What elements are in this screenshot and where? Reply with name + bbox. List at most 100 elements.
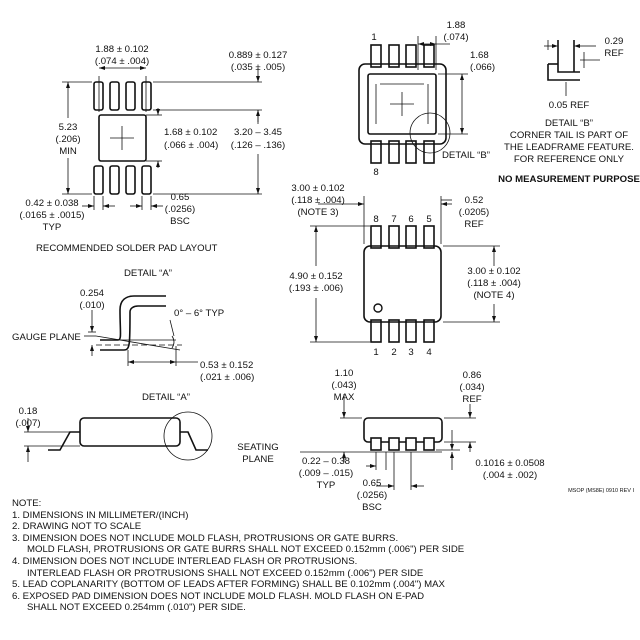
lead-width-in: (.009 – .015) [299,468,353,479]
detail-b: 0.29 REF 0.05 REF DETAIL “B” CORNER TAIL… [498,36,640,185]
drawing-reference: MSOP (MS8E) 0910 REV I [568,488,634,494]
lead-pitch-mm: 0.65 [363,478,382,489]
pad-width-mm: 1.88 ± 0.102 [95,44,148,55]
top-overall-length-in: (.193 ± .006) [289,283,343,294]
top-view-pin3: 3 [408,347,413,358]
lead-thickness-mm: 0.18 [19,406,38,417]
top-view-pin6: 6 [408,214,413,225]
pad-length-in: (.035 ± .005) [231,62,285,73]
pad-width-typ-in: (.0165 ± .0015) [19,210,84,221]
top-view-pin8: 8 [373,214,378,225]
lead-pitch-in: (.0256) [357,490,387,501]
top-body-length-in: (.118 ± .004) [467,278,521,289]
detail-b-tail-dim: 0.05 REF [549,100,590,111]
top-view-pin7: 7 [391,214,396,225]
side-view-right-leads [370,437,435,451]
notes-title: NOTE: [12,498,42,509]
top-body-width-note: (NOTE 3) [297,207,338,218]
note-5: 5. LEAD COPLANARITY (BOTTOM OF LEADS AFT… [12,579,445,591]
epad-height-mm: 1.68 ± 0.102 [164,127,217,138]
note-2: 2. DRAWING NOT TO SCALE [12,521,142,533]
lead-width-typ: TYP [317,480,336,491]
lead-width-mm: 0.22 – 0.38 [302,456,350,467]
bottom-epad-height-mm: 1.68 [470,50,489,61]
detail-a: DETAIL “A” 0.254 (.010) 0° – 6° TYP GAUG… [12,268,254,383]
bottom-view-body [358,63,447,145]
standoff-in: (.004 ± .002) [483,470,537,481]
solder-pads-top-row [93,81,152,111]
detail-a-lead [100,295,166,341]
solder-pad-caption: RECOMMENDED SOLDER PAD LAYOUT [36,243,218,254]
top-body-width-mm: 3.00 ± 0.102 [291,183,344,194]
lead-pitch-bsc: BSC [362,502,382,513]
note-3: 3. DIMENSION DOES NOT INCLUDE MOLD FLASH… [12,532,399,544]
detail-b-bold-line: NO MEASUREMENT PURPOSE [498,174,640,185]
pad-span-in: (.206) [55,134,80,145]
top-view-pin4: 4 [426,347,432,358]
body-thickness-mm: 0.86 [463,370,482,381]
top-body-width-in: (.118 ± .004) [291,195,345,206]
top-view-body [363,245,442,323]
bottom-view-bottom-leads [370,140,435,164]
note-4-cont: INTERLEAD FLASH OR PROTRUSIONS SHALL NOT… [27,567,424,579]
detail-a-gauge-mm: 0.254 [80,288,105,299]
pad-pitch-in: (.0256) [165,204,195,215]
standoff-mm: 0.1016 ± 0.0508 [475,458,544,469]
bottom-view-top-leads [370,44,435,68]
body-thickness-ref: REF [462,394,481,405]
lead-thickness-in: (.007) [15,418,40,429]
note-1: 1. DIMENSIONS IN MILLIMETER/(INCH) [12,509,189,521]
detail-b-line-1: CORNER TAIL IS PART OF [510,130,628,141]
bottom-view-pin1: 1 [371,32,376,43]
top-view: 8 7 6 5 1 2 3 4 3.00 ± 0.102 (.118 ± .00… [289,183,521,358]
solder-pad-layout: 1.88 ± 0.102 (.074 ± .004) 0.889 ± 0.127… [19,44,287,254]
package-height-max: MAX [334,392,355,403]
top-body-length-mm: 3.00 ± 0.102 [467,266,520,277]
detail-a-foot-mm: 0.53 ± 0.152 [200,360,253,371]
seating-plane-label-2: PLANE [242,454,273,465]
side-view-left: DETAIL “A” 0.18 (.007) [15,392,213,462]
pad-span-mm: 5.23 [59,122,78,133]
pin1-indicator [373,303,383,313]
note-6-cont: SHALL NOT EXCEED 0.254mm (.010") PER SID… [27,602,246,614]
detail-a-angle: 0° – 6° TYP [174,308,224,319]
top-view-top-leads [370,225,435,249]
top-view-bottom-leads [370,319,435,343]
detail-a-gauge-in: (.010) [79,300,104,311]
note-3-cont: MOLD FLASH, PROTRUSIONS OR GATE BURRS SH… [27,544,465,556]
top-lead-ref-mm: 0.52 [465,195,484,206]
pad-length-mm: 0.889 ± 0.127 [229,50,288,61]
top-view-pin1: 1 [373,347,378,358]
bottom-epad-width-in: (.074) [443,32,468,43]
top-overall-length-mm: 4.90 ± 0.152 [289,271,342,282]
top-body-length-note: (NOTE 4) [473,290,514,301]
detail-a-foot-in: (.021 ± .006) [200,372,254,383]
top-lead-ref-in: (.0205) [459,207,489,218]
bottom-view: 1 8 1.88 (.074) 1.68 (.066) DETAIL “B” [358,20,495,178]
top-view-pin2: 2 [391,347,396,358]
notes-block: NOTE: 1. DIMENSIONS IN MILLIMETER/(INCH)… [12,498,632,614]
pad-width-typ-mm: 0.42 ± 0.038 [25,198,78,209]
detail-a-marker [163,411,213,461]
detail-b-title: DETAIL “B” [545,118,593,129]
epad-height-in: (.066 ± .004) [164,140,218,151]
detail-b-dim-mm: 0.29 [605,36,624,47]
package-height-in: (.043) [331,380,356,391]
solder-pads-bottom-row [93,165,152,195]
pad-width-typ: TYP [43,222,62,233]
detail-b-line-2: THE LEADFRAME FEATURE. [504,142,634,153]
detail-a-label: DETAIL “A” [124,268,172,279]
side-detail-a-label: DETAIL “A” [142,392,190,403]
top-lead-ref: REF [464,219,483,230]
top-view-pin5: 5 [426,214,431,225]
pad-row-span-in: (.126 – .136) [231,140,285,151]
pad-pitch-mm: 0.65 [171,192,190,203]
bottom-epad-height-in: (.066) [470,62,495,73]
bottom-view-pin8: 8 [373,167,378,178]
detail-b-dim-ref: REF [604,48,623,59]
detail-b-line-3: FOR REFERENCE ONLY [514,154,625,165]
note-4: 4. DIMENSION DOES NOT INCLUDE INTERLEAD … [12,555,358,567]
package-height-mm: 1.10 [335,368,354,379]
pad-row-span-mm: 3.20 – 3.45 [234,127,282,138]
